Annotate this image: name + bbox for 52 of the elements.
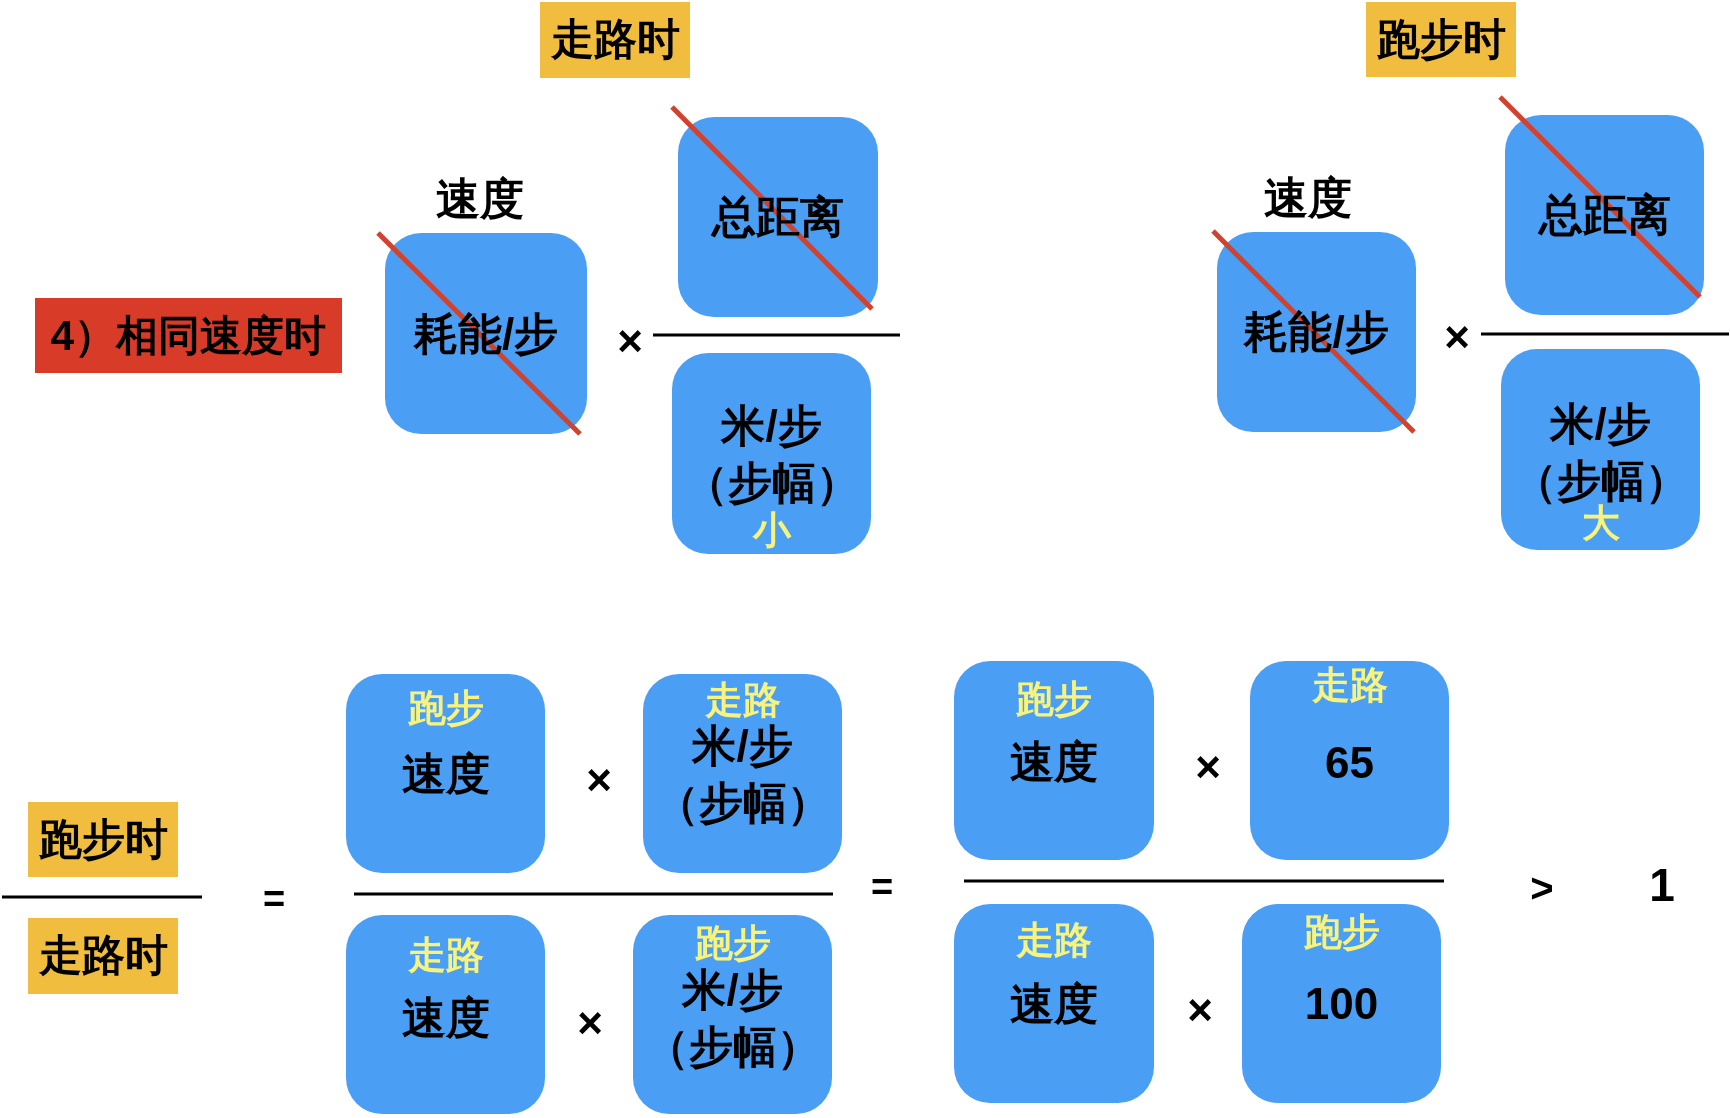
term-text: 速度 [401, 992, 490, 1044]
term-box [954, 661, 1154, 860]
number-text: 65 [1325, 737, 1374, 789]
term-text: 米/步（步幅） [682, 400, 861, 510]
term-box [954, 904, 1154, 1103]
term-box [1242, 904, 1441, 1103]
times-sign: × [1444, 310, 1470, 363]
qualifier-text: 小 [752, 508, 791, 553]
qualifier-text: 走路 [1311, 663, 1388, 708]
term-text: 速度 [401, 748, 490, 800]
qualifier-text: 跑步 [407, 686, 484, 731]
term-box [1505, 115, 1704, 315]
term-box [643, 674, 842, 873]
heading-banner [35, 298, 342, 373]
term-box [633, 915, 832, 1114]
term-text: 速度 [1010, 736, 1098, 788]
qualifier-text: 走路 [704, 678, 781, 723]
term-text: 米/步（步幅） [653, 720, 832, 830]
tag-text: 走路时 [550, 14, 680, 66]
tag-text: 走路时 [38, 930, 168, 982]
term-label: 速度 [436, 172, 524, 225]
number-label: 1 [1649, 858, 1675, 914]
number-text: 100 [1304, 978, 1379, 1030]
term-box [346, 674, 545, 873]
tag-text: 跑步时 [1376, 13, 1506, 65]
term-text: 速度 [1010, 978, 1098, 1030]
term-box [1501, 349, 1700, 550]
times-sign: × [617, 314, 643, 367]
time-tag [1366, 2, 1516, 77]
qualifier-text: 走路 [407, 933, 484, 978]
times-sign: × [1187, 983, 1213, 1036]
term-box [346, 915, 545, 1114]
times-sign: × [577, 996, 603, 1049]
qualifier-text: 走路 [1016, 918, 1092, 963]
term-text: 米/步（步幅） [643, 964, 822, 1074]
term-box [672, 353, 871, 554]
heading-text: 4）相同速度时 [50, 310, 327, 361]
time-tag [28, 918, 178, 994]
time-tag [540, 2, 690, 78]
qualifier-text: 跑步 [694, 921, 771, 966]
equals-sign: = [870, 865, 894, 911]
qualifier-text: 跑步 [1303, 910, 1380, 955]
qualifier-text: 大 [1581, 502, 1620, 546]
equals-sign: = [262, 877, 286, 923]
term-box [1250, 661, 1449, 860]
qualifier-text: 跑步 [1016, 677, 1092, 722]
tag-text: 跑步时 [38, 813, 168, 865]
term-label: 速度 [1264, 171, 1352, 224]
times-sign: × [586, 753, 612, 806]
greater-than-sign: > [1530, 865, 1554, 912]
time-tag [28, 802, 178, 877]
times-sign: × [1195, 740, 1221, 793]
